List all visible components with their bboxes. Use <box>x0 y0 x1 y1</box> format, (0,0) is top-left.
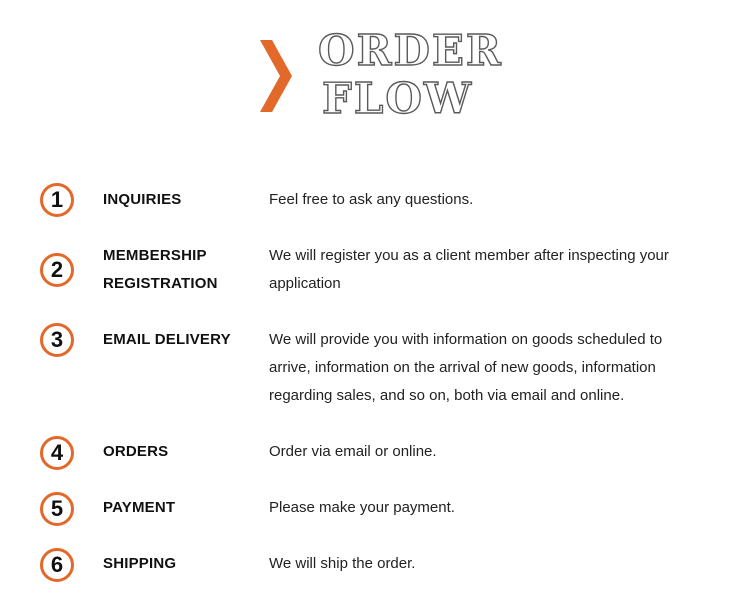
page-title-line-2: FLOW <box>321 74 474 123</box>
step-number-badge: 2 <box>40 253 74 287</box>
step-label: MEMBERSHIP REGISTRATION <box>103 247 218 292</box>
step-label: EMAIL DELIVERY <box>103 331 231 348</box>
step-description: We will ship the order. <box>269 555 416 572</box>
step-description: We will register you as a client member … <box>269 247 669 292</box>
step-label: SHIPPING <box>103 555 177 572</box>
step-number-badge: 5 <box>40 492 74 526</box>
chevron-right-icon <box>260 40 292 112</box>
step-description: Feel free to ask any questions. <box>269 191 474 208</box>
page-title-line-1: ORDER <box>317 26 503 75</box>
step-label: INQUIRIES <box>103 191 182 208</box>
step-number-badge: 3 <box>40 323 74 357</box>
step-description: Order via email or online. <box>269 443 437 460</box>
step-number-badge: 4 <box>40 436 74 470</box>
step-number-badge: 6 <box>40 548 74 582</box>
header: ORDER FLOW <box>0 0 750 140</box>
step-description: We will provide you with information on … <box>269 331 663 404</box>
step-number-badge: 1 <box>40 183 74 217</box>
step-description: Please make your payment. <box>269 499 455 516</box>
step-label: ORDERS <box>103 443 169 460</box>
step-label: PAYMENT <box>103 499 176 516</box>
